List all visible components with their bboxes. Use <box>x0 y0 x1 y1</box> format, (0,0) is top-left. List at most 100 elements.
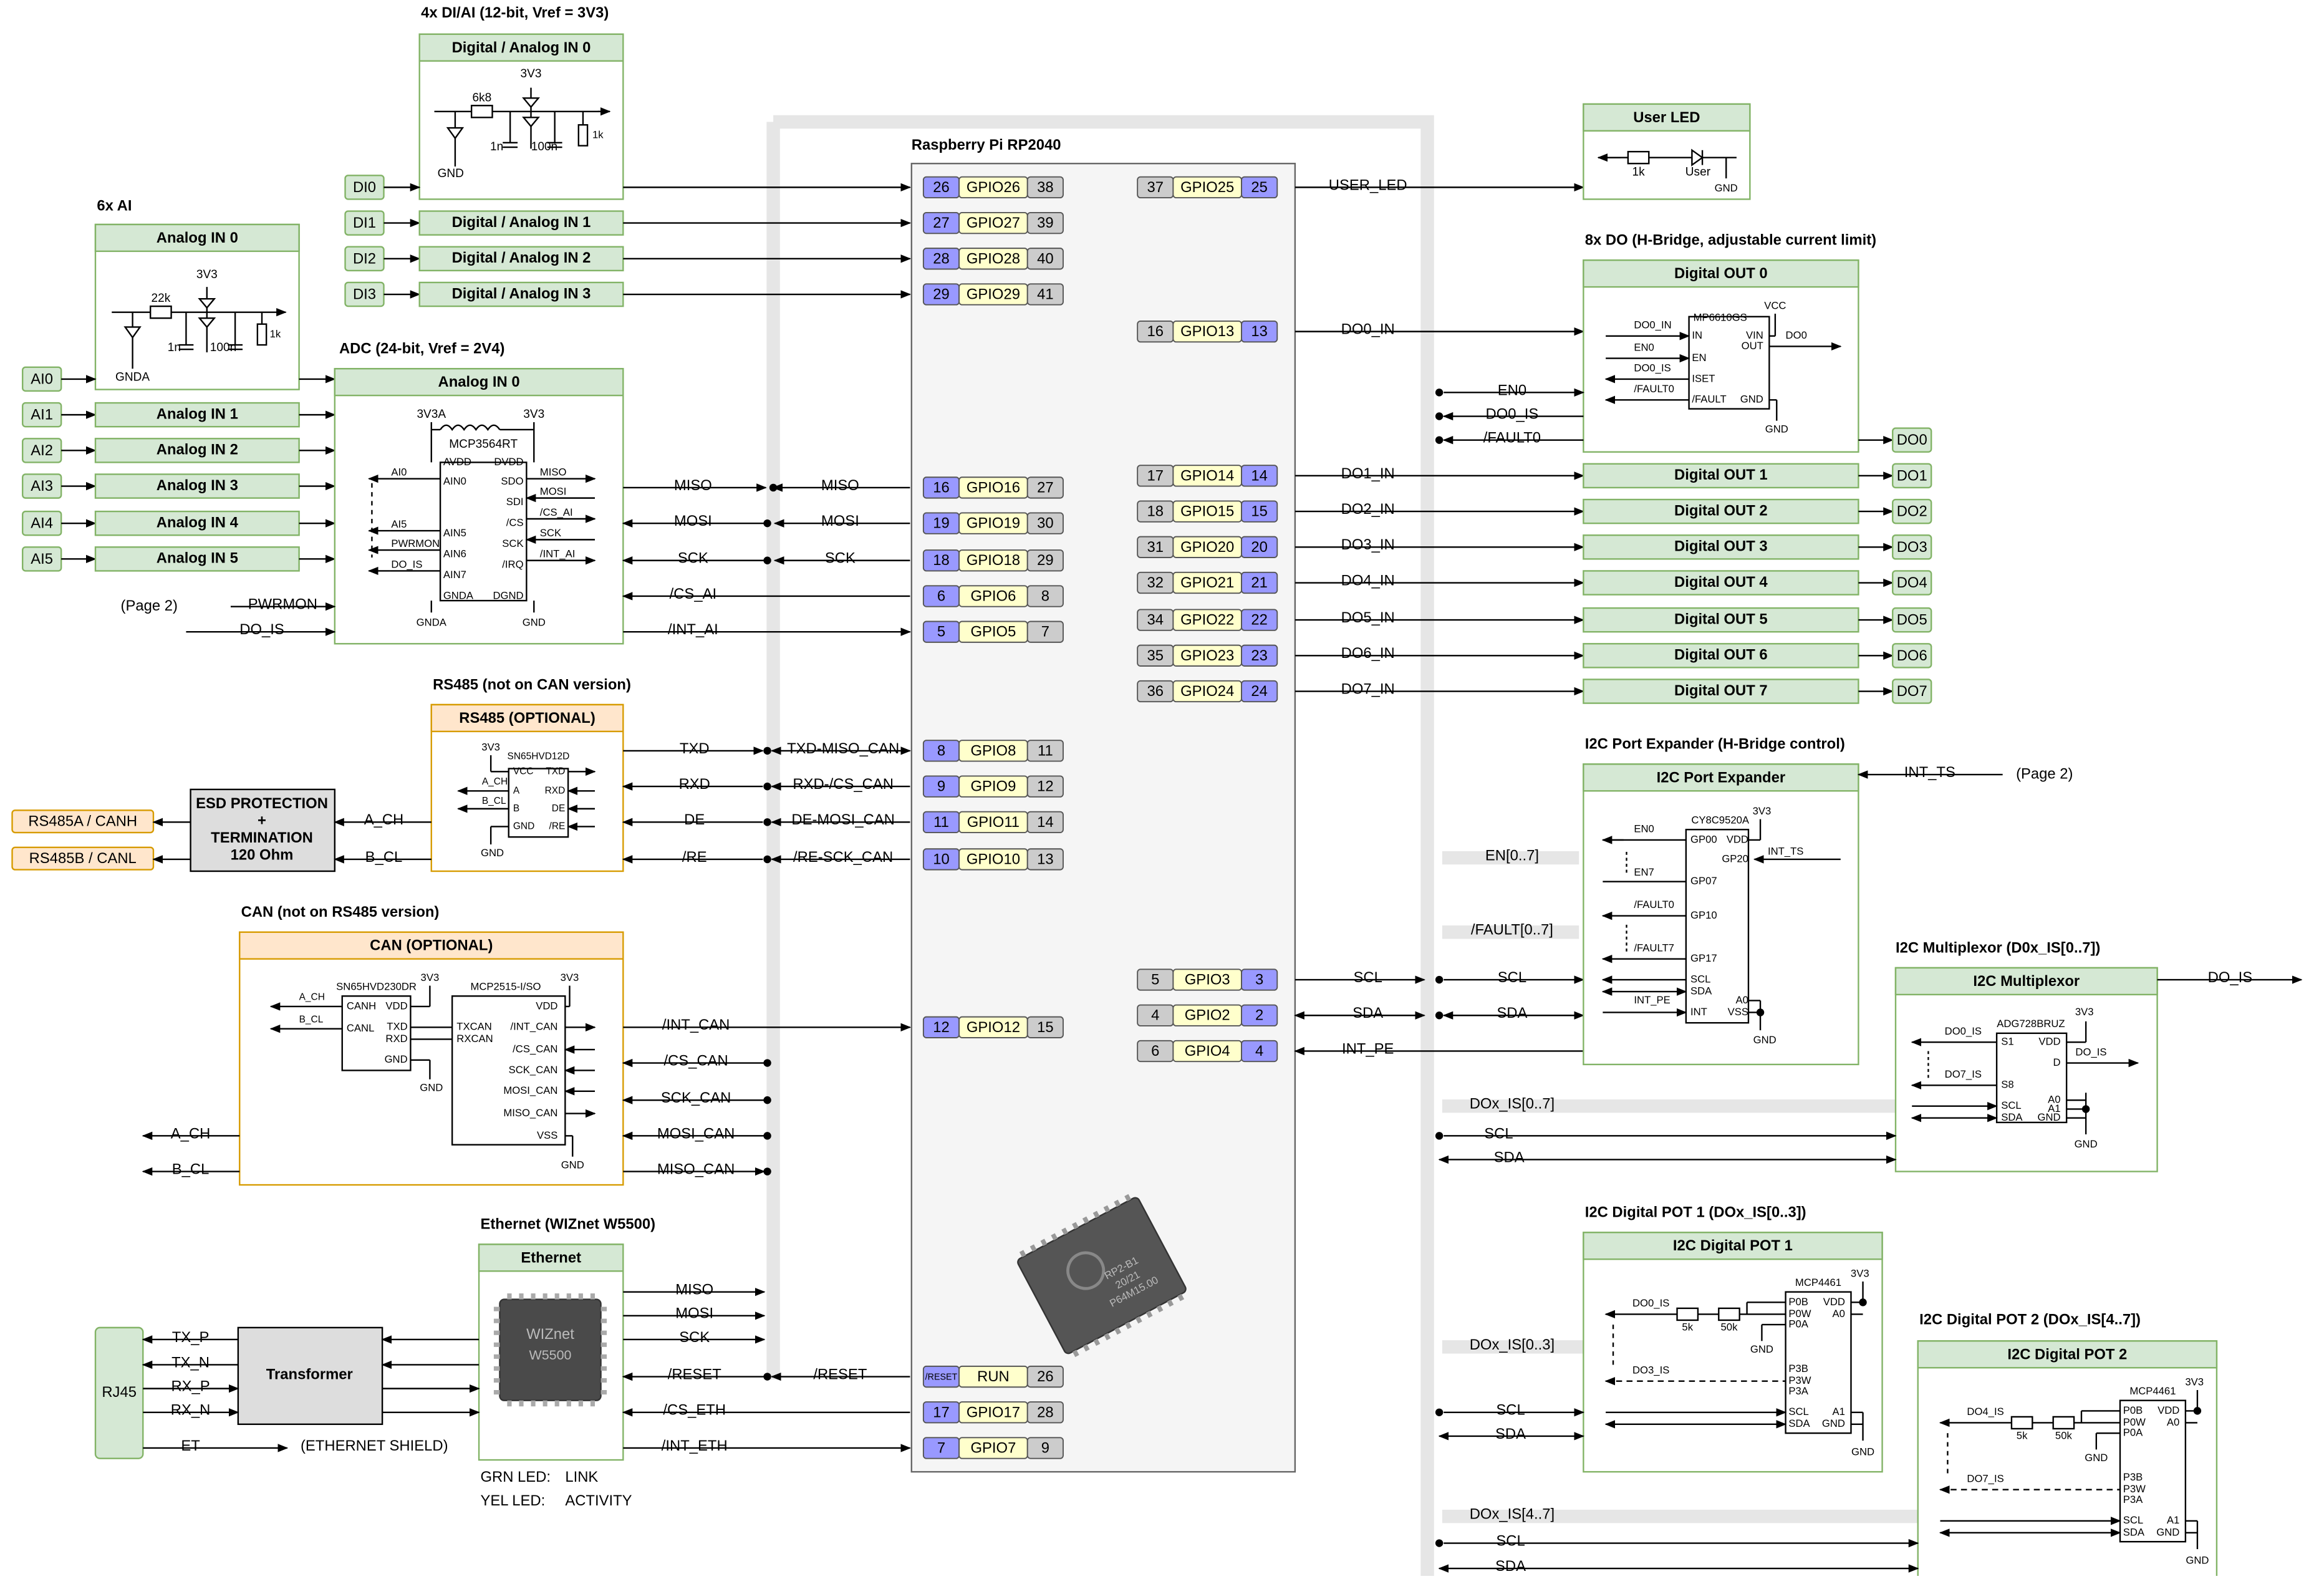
w5500-lead <box>600 1366 607 1371</box>
di-pin-1-text-2: 39 <box>1037 215 1054 231</box>
chip-lead <box>1114 1327 1122 1335</box>
mcu-rpin-2-text-1: GPIO14 <box>1180 467 1234 484</box>
do-block-7-label: Digital OUT 7 <box>1674 682 1768 699</box>
pot2-pin-P0A-2: P0A <box>2123 1427 2143 1439</box>
do-block-2 <box>1583 498 1859 524</box>
mux-gnd-label: GND <box>2075 1138 2098 1150</box>
w5500-lead <box>554 1293 559 1300</box>
ai-r2-label: 1k <box>270 328 281 340</box>
mcu-rpin-3-cell-2 <box>1241 500 1278 523</box>
rs485-sig-label-0: TXD <box>680 740 710 757</box>
eth-reset-dot <box>763 1373 771 1381</box>
mux-pin-S8: S8 <box>2001 1079 2013 1091</box>
pot1-chip-body <box>1785 1291 1852 1434</box>
spi-pin-1-cell-2 <box>1026 512 1064 534</box>
ai-c1-label: 1n <box>168 341 181 354</box>
ioexp-rpin-GP20: GP20 <box>1722 852 1748 864</box>
pot2-p0-gnd: GND <box>2085 1452 2108 1464</box>
spi-pin-0-text-1: GPIO16 <box>967 479 1020 496</box>
do-in-label-1: DO1_IN <box>1341 465 1395 482</box>
pot1-sig-0: DO0_IS <box>1632 1297 1669 1309</box>
pot2-pin-P3W-4: P3W <box>2123 1483 2146 1495</box>
pot1-pin-P3A-5: P3A <box>1788 1385 1808 1397</box>
can-sig-label-3: MOSI_CAN <box>657 1125 735 1142</box>
spi-pin-1-text-1: GPIO19 <box>967 515 1020 532</box>
w5500-lead <box>531 1400 536 1407</box>
mcu-rpin-8-text-2: 24 <box>1251 683 1268 700</box>
eth-pin-2-text-0: 7 <box>937 1439 945 1456</box>
w5500-lead <box>600 1318 607 1323</box>
mcu-rpin-7-cell-2 <box>1241 644 1278 667</box>
ai-block-0-header <box>94 223 300 253</box>
pot1-sig-1: DO3_IS <box>1632 1364 1669 1376</box>
di-gnd-label: GND <box>438 167 464 180</box>
w5500-lead <box>600 1390 607 1395</box>
pot1-title: I2C Digital POT 1 <box>1673 1237 1793 1254</box>
pot2-pin-P3A-5: P3A <box>2123 1494 2143 1505</box>
adc-pin-AIN6: AIN6 <box>443 548 466 560</box>
can-pin-txcan: TXCAN <box>456 1021 492 1033</box>
mcu-rpin-2-text-0: 17 <box>1147 467 1164 484</box>
w5500-lead <box>507 1293 512 1300</box>
mcu-rpin-3-text-1: GPIO15 <box>1180 503 1234 520</box>
pot1-scl-label: SCL <box>1496 1402 1525 1419</box>
ai-input-4-label: AI4 <box>31 515 53 532</box>
adc-block-title: Analog IN 0 <box>438 374 520 390</box>
di-pin-2-text-0: 28 <box>933 250 950 267</box>
eth-pin-2-text-2: 9 <box>1041 1439 1049 1456</box>
pot1-scl-dot <box>1435 1408 1444 1416</box>
w5500-lead <box>493 1354 500 1359</box>
di-clamp-diode-icon <box>522 97 540 109</box>
mux-d-out: DO_IS <box>2075 1046 2106 1058</box>
chip-lead <box>1114 1199 1121 1207</box>
pot1-chip-name: MCP4461 <box>1795 1277 1841 1288</box>
di-pin-3-cell-2 <box>1026 283 1064 306</box>
pot1-pin-P0B-0: P0B <box>1788 1296 1808 1308</box>
bus-en-label: EN[0..7] <box>1485 847 1539 864</box>
rs485-pin-B: B <box>513 803 519 814</box>
ioexp-chip-name: CY8C9520A <box>1691 814 1750 826</box>
mcu-rpin-10-text-0: 4 <box>1151 1007 1159 1024</box>
do-out-2 <box>1892 498 1932 524</box>
pot1-r2 <box>1718 1307 1740 1321</box>
can-block-title: CAN (OPTIONAL) <box>370 937 493 954</box>
ioexp-pin-SCL: SCL <box>1690 973 1710 985</box>
chip-lead <box>1145 1310 1153 1318</box>
w5500-lead <box>493 1378 500 1383</box>
rs485-ach-ext: A_CH <box>364 811 404 828</box>
ai-block-4-label: Analog IN 4 <box>157 514 239 531</box>
do-in-label-2: DO2_IN <box>1341 501 1395 518</box>
do-out-inner: DO0 <box>1786 329 1807 341</box>
mux-rpin-vdd: VDD <box>2038 1036 2060 1048</box>
adc-block-header <box>334 368 624 397</box>
di-pin-2-text-2: 40 <box>1037 250 1054 267</box>
do-inner-signal-2: DO0_IS <box>1634 362 1671 374</box>
spi-pin-3-text-1: GPIO6 <box>970 587 1016 604</box>
ai-block-1-label: Analog IN 1 <box>157 405 238 422</box>
do-pin-ISET: ISET <box>1692 372 1715 384</box>
pot2-chip-name: MCP4461 <box>2129 1385 2176 1397</box>
transformer-label: Transformer <box>266 1366 353 1383</box>
user-led-block-title: User LED <box>1633 109 1700 126</box>
mcu-rpin-1-text-1: GPIO13 <box>1180 323 1234 340</box>
pot2-sda-label: SDA <box>1495 1558 1526 1575</box>
mcu-rpin-1-text-2: 13 <box>1251 323 1268 340</box>
di-input-1-label: DI1 <box>353 215 376 231</box>
rs485-pin-0-text-0: 8 <box>937 742 945 759</box>
chip-lead <box>1061 1227 1068 1235</box>
mcu-rpin-11-text-0: 6 <box>1151 1043 1159 1060</box>
pot1-r1 <box>1676 1307 1699 1321</box>
ai-input-5-label: AI5 <box>31 551 53 567</box>
mcu-rpin-4-cell-2 <box>1241 536 1278 558</box>
pot2-pin-SDA-7: SDA <box>2123 1526 2145 1538</box>
mcu-rpin-10-cell-2 <box>1241 1004 1278 1026</box>
do-out-4 <box>1892 570 1932 596</box>
can-xcvr-vcc: 3V3 <box>421 972 440 983</box>
di-r2-label: 1k <box>592 128 604 140</box>
chip-lead <box>1156 1305 1164 1313</box>
chip-lead <box>1167 1299 1174 1307</box>
rs485-block-header <box>430 703 624 733</box>
di-r1-label: 6k8 <box>472 91 491 104</box>
mcu-rpin-0-text-1: GPIO25 <box>1180 179 1234 196</box>
mux-gnd-dot <box>2081 1105 2090 1113</box>
